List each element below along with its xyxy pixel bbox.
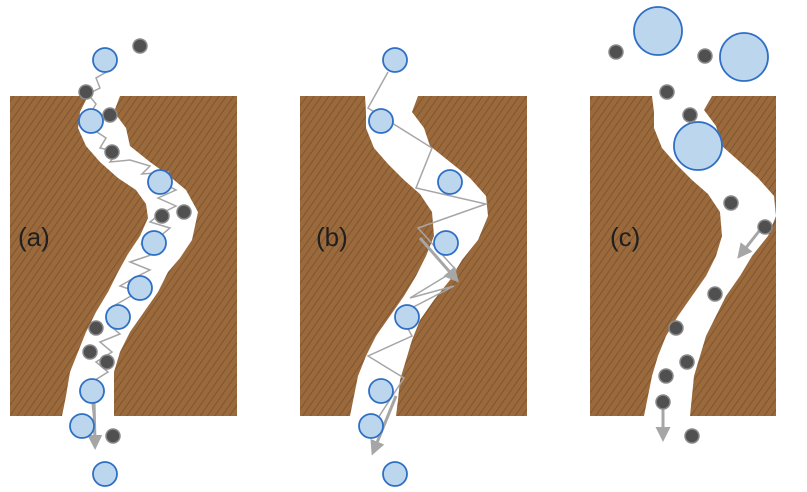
small-particle — [608, 44, 624, 60]
large-particles — [358, 47, 463, 487]
large-particle — [437, 169, 463, 195]
small-particle — [757, 219, 773, 235]
small-particle — [102, 107, 118, 123]
large-particle — [382, 461, 408, 487]
small-particle — [684, 428, 700, 444]
panel-b-label: (b) — [316, 222, 348, 252]
small-particle — [668, 320, 684, 336]
direction-arrow — [418, 237, 459, 283]
small-particle — [78, 84, 94, 100]
small-particle — [682, 107, 698, 123]
small-particle — [88, 320, 104, 336]
small-particle — [658, 368, 674, 384]
small-particle — [105, 428, 121, 444]
large-particle — [105, 304, 131, 330]
direction-arrow — [87, 399, 103, 450]
small-particles — [608, 44, 773, 444]
small-particle — [723, 195, 739, 211]
direction-arrow — [737, 229, 762, 259]
large-particle — [92, 461, 118, 487]
large-particle — [79, 378, 105, 404]
small-particle — [154, 208, 170, 224]
large-particle — [673, 121, 723, 171]
large-particle — [368, 108, 394, 134]
panel-c: (c) — [590, 6, 776, 444]
large-particle — [127, 275, 153, 301]
large-particles — [633, 6, 769, 171]
large-particle — [633, 6, 683, 56]
large-particle — [719, 32, 769, 82]
small-particle — [659, 84, 675, 100]
small-particle — [679, 354, 695, 370]
small-particle — [697, 48, 713, 64]
large-particle — [394, 304, 420, 330]
panel-a-label: (a) — [18, 222, 50, 252]
large-particle — [69, 413, 95, 439]
small-particle — [655, 394, 671, 410]
particle-trajectory — [86, 69, 178, 421]
large-particle — [382, 47, 408, 73]
small-particle — [104, 144, 120, 160]
panel-a: (a) — [10, 38, 237, 487]
small-particle — [707, 286, 723, 302]
small-particles — [78, 38, 192, 444]
large-particle — [78, 108, 104, 134]
large-particle — [368, 378, 394, 404]
small-particle — [82, 344, 98, 360]
large-particle — [92, 47, 118, 73]
direction-arrow — [370, 395, 398, 456]
panel-b: (b) — [300, 47, 527, 487]
large-particle — [358, 413, 384, 439]
small-particle — [99, 354, 115, 370]
panel-c-label: (c) — [610, 222, 640, 252]
large-particle — [147, 169, 173, 195]
pore-channel — [644, 96, 776, 416]
large-particle — [141, 230, 167, 256]
small-particle — [176, 204, 192, 220]
large-particle — [433, 230, 459, 256]
large-particles — [69, 47, 173, 487]
particle-trajectory — [366, 71, 489, 419]
small-particle — [132, 38, 148, 54]
